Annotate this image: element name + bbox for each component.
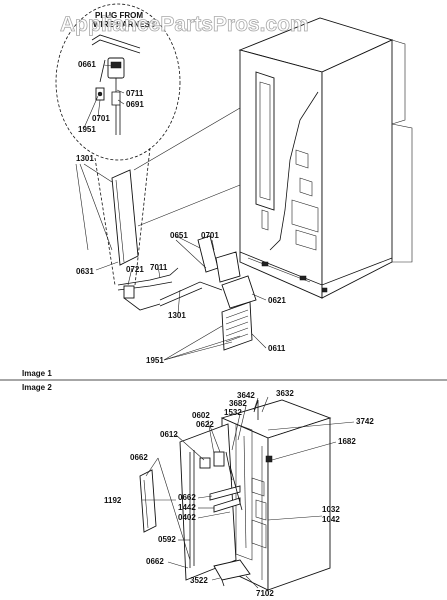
label-0651: 0651: [170, 231, 188, 240]
label-1301-a: 1301: [76, 154, 94, 163]
label-0602: 0602: [192, 411, 210, 420]
part-1192-panel: [139, 469, 157, 533]
label-0402: 0402: [178, 513, 196, 522]
label-0611: 0611: [268, 344, 286, 353]
leader-lines-1: [75, 64, 267, 361]
label-1532: 1532: [224, 408, 242, 417]
label-3642: 3642: [237, 391, 255, 400]
label-0721: 0721: [126, 265, 144, 274]
projection-lines-1: [133, 107, 241, 227]
label-7102: 7102: [256, 589, 274, 598]
label-0661: 0661: [78, 60, 96, 69]
label-3742: 3742: [356, 417, 374, 426]
watermark: AppliancePartsPros.com: [60, 13, 309, 36]
label-0662-c: 0662: [146, 557, 164, 566]
label-0631: 0631: [76, 267, 94, 276]
label-0701-a: 0701: [92, 114, 110, 123]
refrigerator-cabinet-1: [238, 17, 413, 299]
label-7011: 7011: [150, 263, 168, 272]
label-1301-b: 1301: [168, 311, 186, 320]
label-3522: 3522: [190, 576, 208, 585]
part-0631-panel: [111, 169, 139, 266]
label-3682: 3682: [229, 399, 247, 408]
label-0612: 0612: [160, 430, 178, 439]
callout-title-line-2: WIRE HARNESS: [93, 20, 156, 29]
label-0701-b: 0701: [201, 231, 219, 240]
label-0621: 0621: [268, 296, 286, 305]
callout-title-line-1: PLUG FROM: [95, 11, 143, 20]
label-1442: 1442: [178, 503, 196, 512]
label-0662-b: 0662: [178, 493, 196, 502]
label-0691: 0691: [126, 100, 144, 109]
section-label-image2: Image 2: [22, 383, 52, 392]
section-label-image1: Image 1: [22, 369, 52, 378]
wire-harness-plug: [91, 34, 141, 135]
part-3522-bracket: [213, 559, 251, 587]
label-0622: 0622: [196, 420, 214, 429]
label-1682: 1682: [338, 437, 356, 446]
label-3632: 3632: [276, 389, 294, 398]
label-0592: 0592: [158, 535, 176, 544]
lower-assembly-1: [117, 235, 257, 351]
label-1032: 1032: [322, 505, 340, 514]
label-0711: 0711: [126, 89, 144, 98]
label-1042: 1042: [322, 515, 340, 524]
label-0662-a: 0662: [130, 453, 148, 462]
label-1951-b: 1951: [146, 356, 164, 365]
callout-circle: [55, 3, 181, 286]
label-1951-a: 1951: [78, 125, 96, 134]
label-1192: 1192: [104, 496, 122, 505]
leader-lines-2: [142, 396, 355, 589]
part-0592-panel: [179, 423, 243, 581]
